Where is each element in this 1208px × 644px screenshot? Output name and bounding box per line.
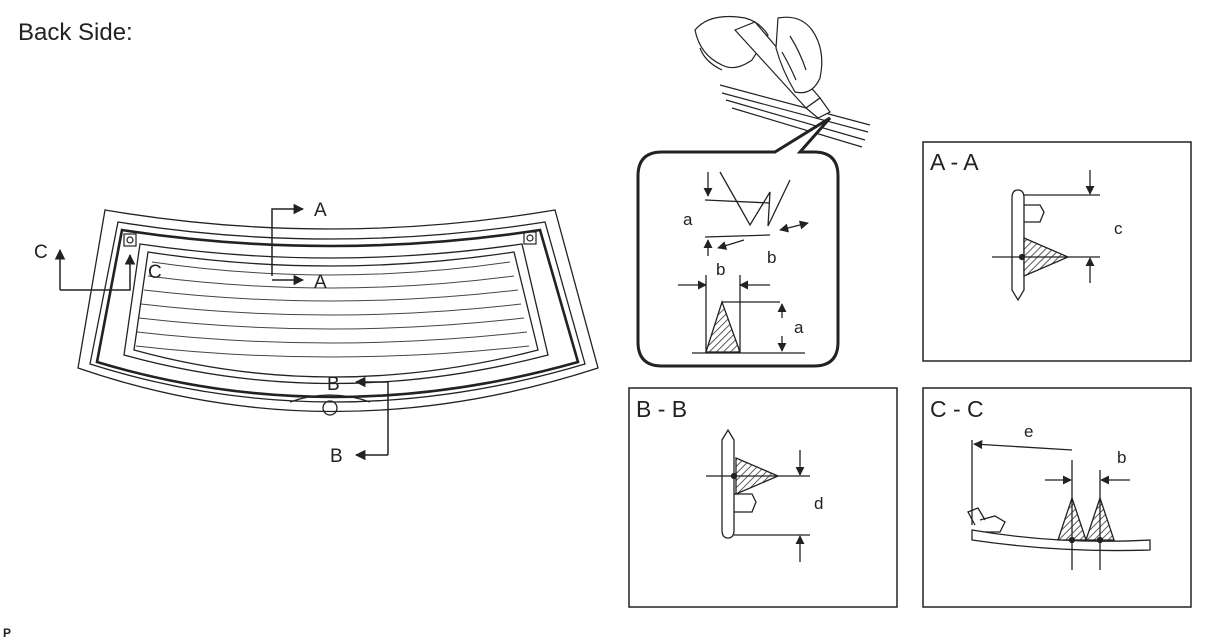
section-cc-dim-e: e [1024, 422, 1033, 441]
section-bb-title: B - B [636, 396, 687, 422]
bead-profile-detail [678, 275, 805, 354]
section-cc-dim-b: b [1117, 448, 1126, 467]
defogger-lines [135, 261, 530, 358]
section-aa-box [922, 141, 1192, 362]
bottom-notch [289, 394, 371, 416]
section-aa-title: A - A [930, 149, 979, 175]
section-bb-dim-d: d [814, 494, 823, 513]
corner-clips [123, 231, 537, 247]
section-cc-title: C - C [930, 396, 984, 422]
diagram-title: Back Side: [18, 19, 133, 46]
section-b-label-top: B [327, 374, 340, 395]
nozzle-cut-detail [703, 171, 809, 256]
nozzle-dim-b: b [767, 248, 776, 267]
section-b-marker [354, 376, 389, 461]
section-a-label-bottom: A [314, 272, 327, 293]
section-aa-dim-c: c [1114, 219, 1123, 238]
bead-dim-a: a [794, 318, 804, 337]
section-cc-box [922, 387, 1192, 608]
hand-applicator-illustration [694, 15, 871, 148]
bead-dim-b: b [716, 260, 725, 279]
section-b-label-bottom: B [330, 446, 343, 467]
section-c-marker [54, 248, 136, 291]
section-a-marker [271, 203, 305, 286]
washer-hole [322, 400, 338, 416]
section-bb-box [628, 387, 898, 608]
section-c-label-outer: C [34, 242, 48, 263]
nozzle-dim-a: a [683, 210, 693, 229]
section-a-label-top: A [314, 200, 327, 221]
section-c-label-inner: C [148, 262, 162, 283]
footer-mark: P [3, 626, 11, 640]
